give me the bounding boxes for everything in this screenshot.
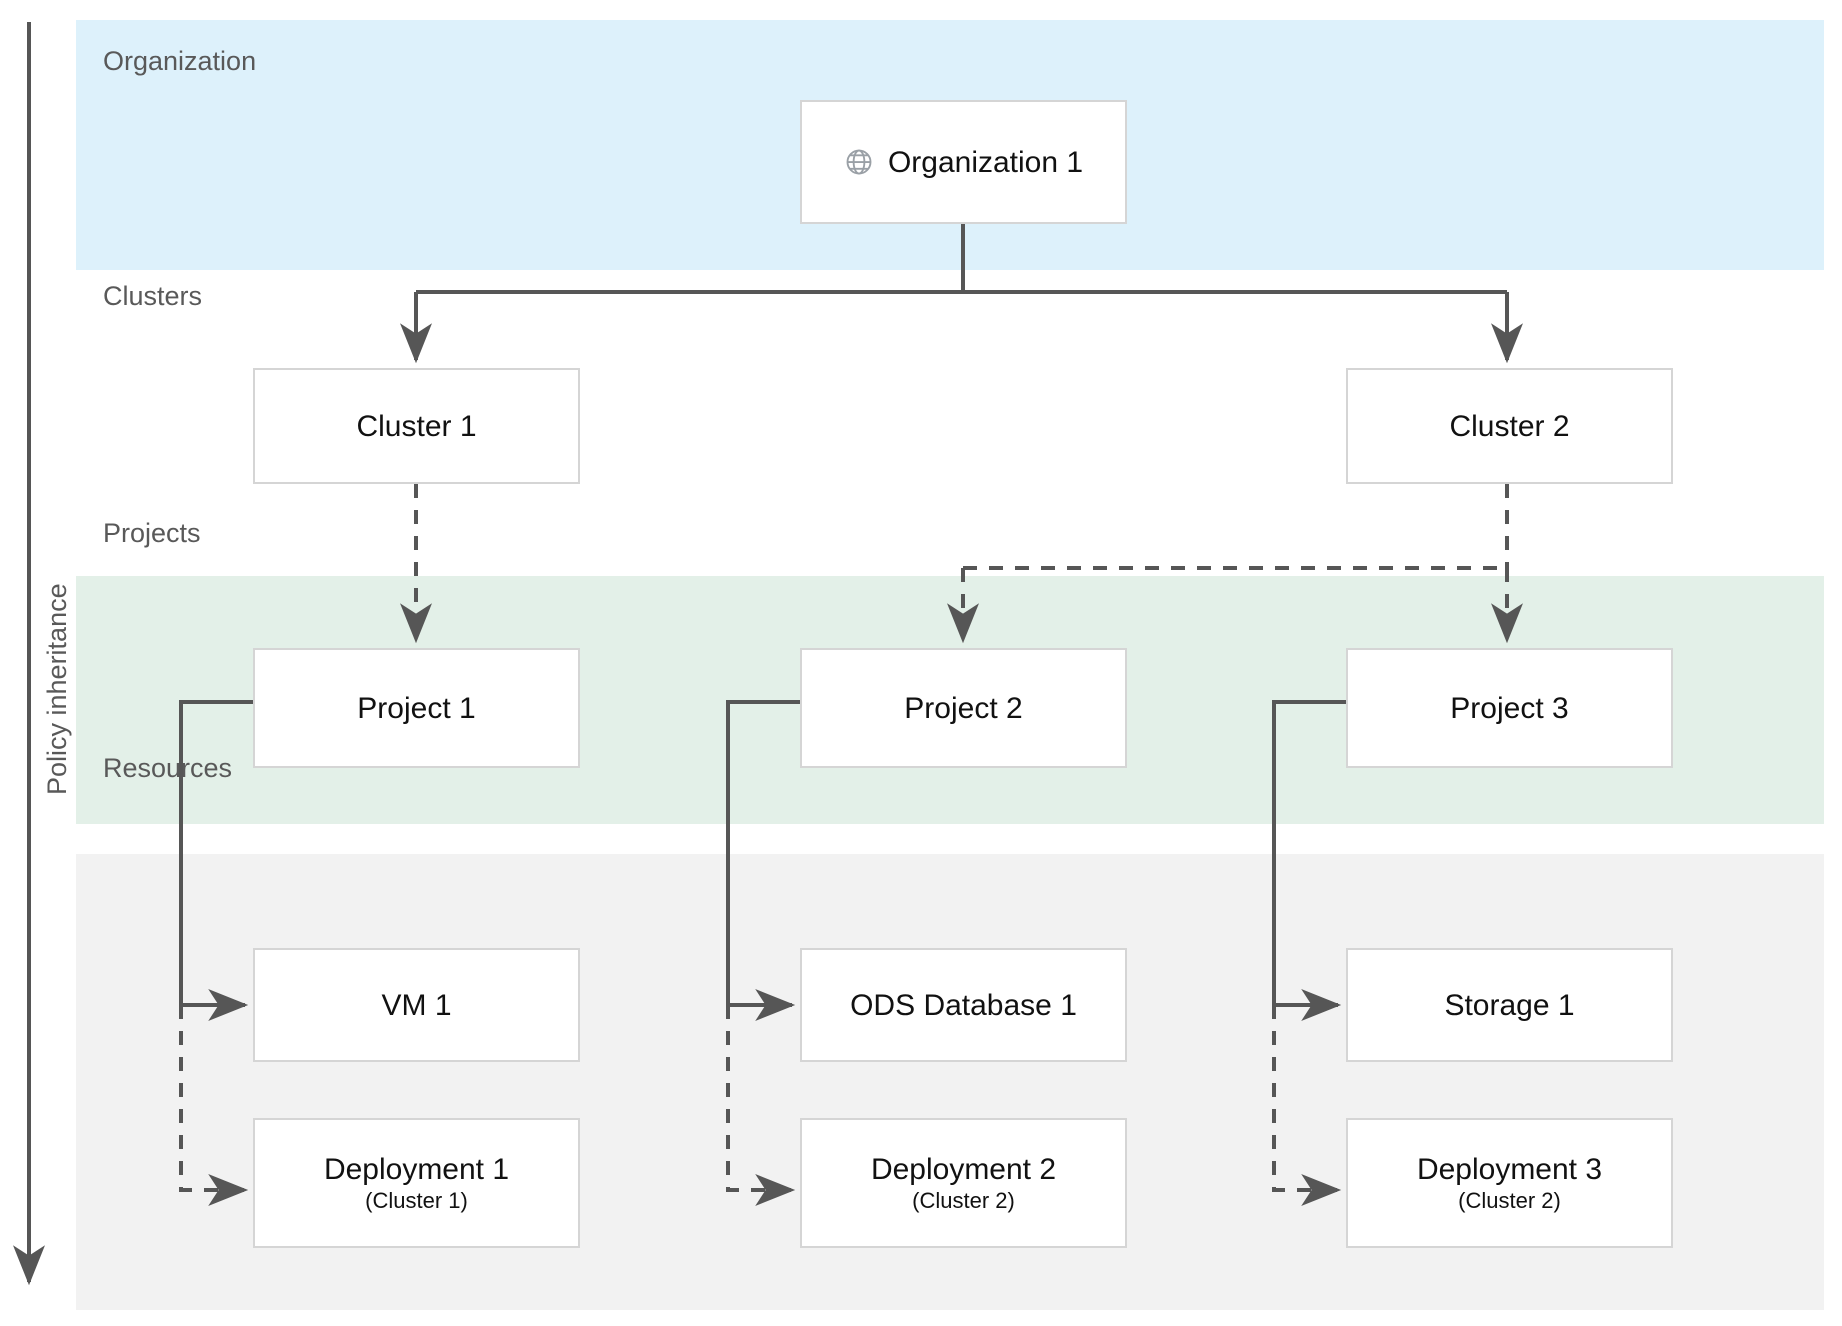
node-vm-1[interactable]: VM 1 [253,948,580,1062]
edge-cluster2-to-projects [947,484,1523,644]
node-project-3[interactable]: Project 3 [1346,648,1673,768]
node-sublabel: (Cluster 1) [365,1187,468,1213]
node-label: Project 2 [904,691,1023,725]
edge-project2-to-resources [726,700,800,1206]
band-label-organization: Organization [103,46,257,76]
band-label-projects: Projects [103,518,201,548]
node-organization-1[interactable]: Organization 1 [800,100,1127,224]
node-sublabel: (Cluster 2) [1458,1187,1561,1213]
node-project-2[interactable]: Project 2 [800,648,1127,768]
edge-organization-to-clusters [400,224,1523,364]
edge-project3-to-resources [1272,700,1346,1206]
node-ods-database-1[interactable]: ODS Database 1 [800,948,1127,1062]
node-deployment-2[interactable]: Deployment 2 (Cluster 2) [800,1118,1127,1248]
node-label: Deployment 2 [870,1152,1057,1186]
node-label: ODS Database 1 [850,988,1077,1022]
edge-project1-to-resources [179,700,253,1206]
node-storage-1[interactable]: Storage 1 [1346,948,1673,1062]
node-deployment-1[interactable]: Deployment 1 (Cluster 1) [253,1118,580,1248]
node-cluster-2[interactable]: Cluster 2 [1346,368,1673,484]
node-label: Project 1 [357,691,476,725]
node-label: Deployment 3 [1416,1152,1603,1186]
node-project-1[interactable]: Project 1 [253,648,580,768]
node-label: Organization 1 [887,145,1084,179]
node-label: Project 3 [1450,691,1569,725]
node-label: Deployment 1 [323,1152,510,1186]
band-label-clusters: Clusters [103,281,203,311]
node-label: VM 1 [381,988,452,1022]
band-label-resources: Resources [103,753,233,783]
node-label: Storage 1 [1444,988,1575,1022]
node-sublabel: (Cluster 2) [912,1187,1015,1213]
node-label: Cluster 2 [1449,409,1570,443]
node-deployment-3[interactable]: Deployment 3 (Cluster 2) [1346,1118,1673,1248]
node-label: Cluster 1 [356,409,477,443]
globe-icon [844,147,874,177]
node-cluster-1[interactable]: Cluster 1 [253,368,580,484]
